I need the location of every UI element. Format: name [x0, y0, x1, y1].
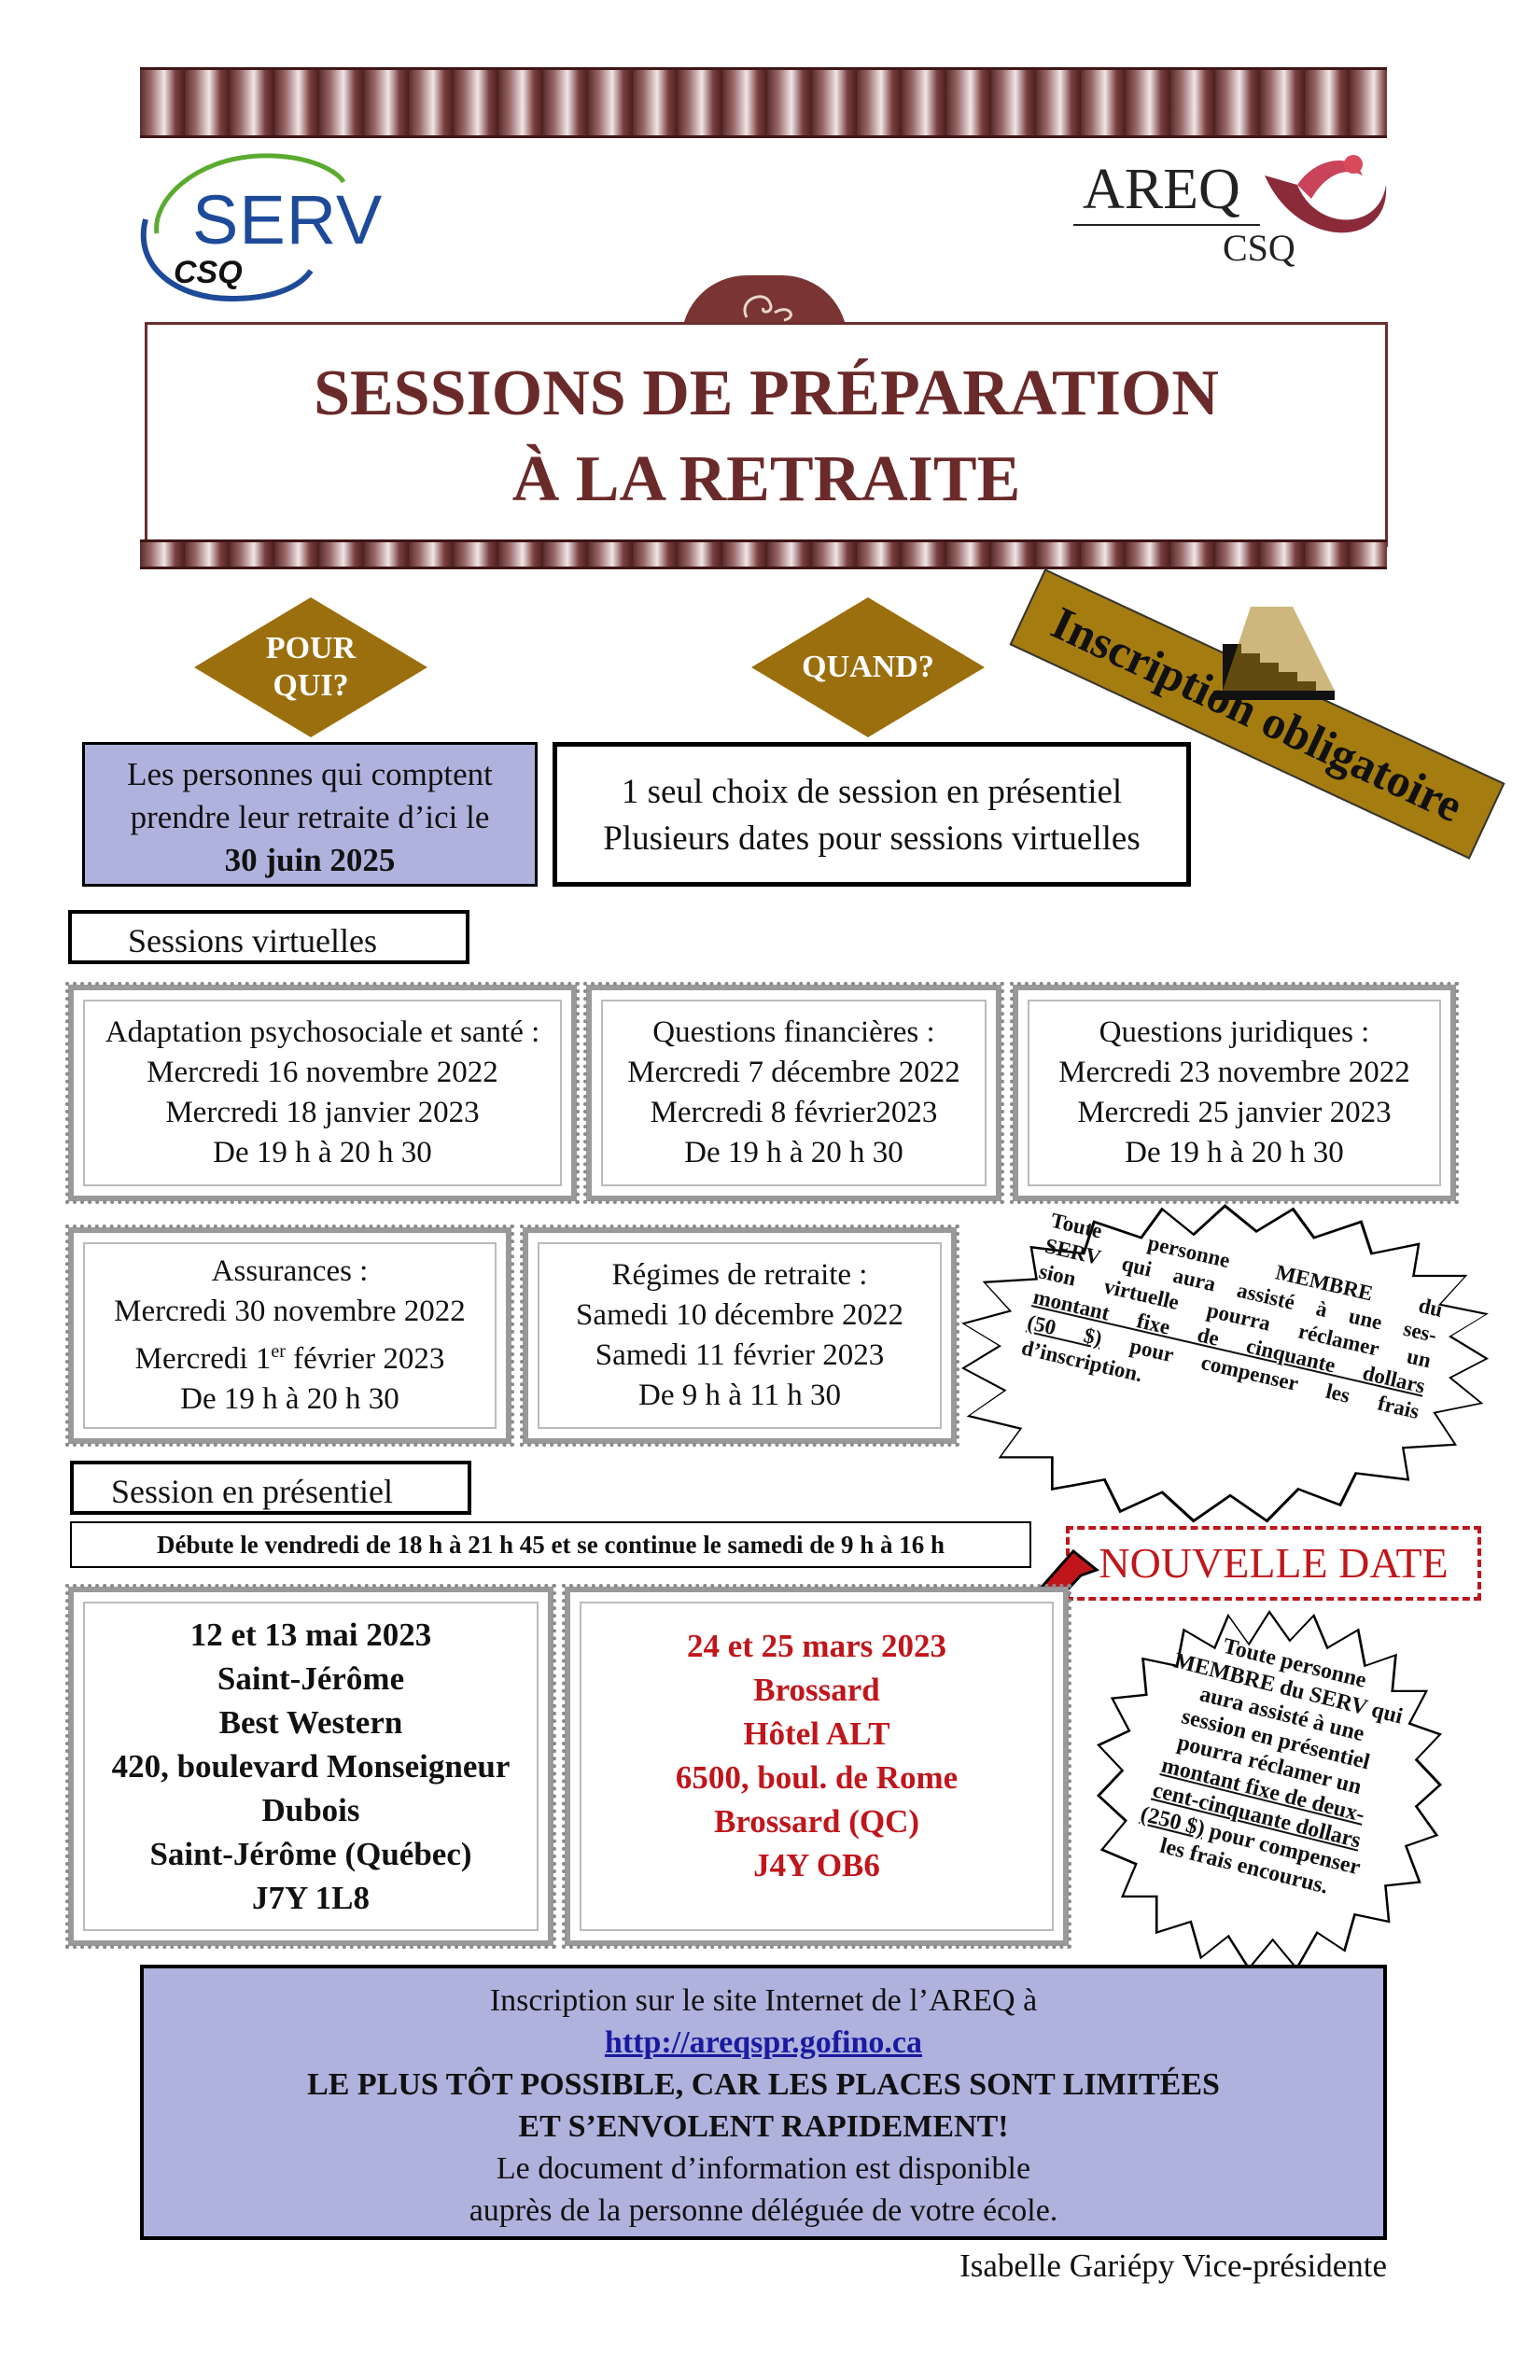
- footer-line-1: Inscription sur le site Internet de l’AR…: [489, 1983, 1038, 2018]
- session-date-2: Mercredi 8 février2023: [650, 1096, 938, 1129]
- signature: Isabelle Gariépy Vice-présidente: [959, 2247, 1387, 2284]
- session-date-2: Samedi 11 février 2023: [595, 1338, 885, 1372]
- quand-box: 1 seul choix de session en présentiel Pl…: [553, 742, 1191, 887]
- presentiel-address-1: 420, boulevard Monseigneur: [111, 1748, 511, 1785]
- diamond-pour-qui: POUR QUI?: [194, 597, 427, 737]
- diamond-quand: QUAND?: [751, 597, 985, 737]
- session-date-1: Mercredi 30 novembre 2022: [114, 1295, 466, 1328]
- stairs-icon: [1204, 597, 1344, 709]
- session-date-1: Samedi 10 décembre 2022: [576, 1298, 903, 1332]
- burst-virtual-note: Toute personne MEMBRE du SERV qui aura a…: [961, 1204, 1489, 1526]
- registration-link[interactable]: http://areqspr.gofino.ca: [604, 2025, 923, 2060]
- presentiel-schedule: Débute le vendredi de 18 h à 21 h 45 et …: [70, 1521, 1031, 1568]
- title-line-1: SESSIONS DE PRÉPARATION: [314, 357, 1219, 429]
- virtual-session-card-psychosocial: Adaptation psychosociale et santé : Merc…: [65, 982, 580, 1204]
- footer-registration-box: Inscription sur le site Internet de l’AR…: [140, 1965, 1387, 2240]
- burst-presentiel-note: Toute personne MEMBRE du SERV qui aura a…: [1097, 1610, 1442, 1974]
- pour-qui-line-3: 30 juin 2025: [224, 842, 396, 878]
- footer-line-5: Le document d’information est disponible: [496, 2151, 1031, 2186]
- session-time: De 19 h à 20 h 30: [180, 1382, 399, 1416]
- session-time: De 19 h à 20 h 30: [213, 1136, 432, 1169]
- presentiel-city-prov: Brossard (QC): [713, 1803, 920, 1840]
- presentiel-postal: J7Y 1L8: [251, 1880, 371, 1916]
- virtual-sessions-label: Sessions virtuelles: [68, 910, 469, 964]
- session-date-1: Mercredi 7 décembre 2022: [627, 1056, 960, 1089]
- quand-line-1: 1 seul choix de session en présentiel: [621, 773, 1123, 811]
- presentiel-city: Brossard: [753, 1672, 880, 1708]
- presentiel-postal: J4Y OB6: [753, 1847, 880, 1883]
- session-time: De 19 h à 20 h 30: [1125, 1136, 1344, 1169]
- presentiel-venue: Best Western: [218, 1704, 403, 1741]
- title-line-2: À LA RETRAITE: [511, 443, 1021, 515]
- session-time: De 9 h à 11 h 30: [638, 1379, 841, 1412]
- session-title: Régimes de retraite :: [611, 1258, 868, 1292]
- session-date-2: Mercredi 25 janvier 2023: [1077, 1096, 1392, 1129]
- footer-line-6: auprès de la personne déléguée de votre …: [469, 2193, 1058, 2228]
- session-date-1: Mercredi 16 novembre 2022: [147, 1056, 498, 1089]
- pour-qui-line-2: prendre leur retraite d’ici le: [130, 799, 490, 835]
- virtual-session-card-regimes: Régimes de retraite : Samedi 10 décembre…: [520, 1225, 959, 1447]
- presentiel-dates: 24 et 25 mars 2023: [686, 1628, 946, 1664]
- virtual-session-card-juridiques: Questions juridiques : Mercredi 23 novem…: [1010, 982, 1459, 1204]
- nouvelle-date-badge: NOUVELLE DATE: [1066, 1526, 1481, 1601]
- session-date-2: Mercredi 1er février 2023: [134, 1341, 445, 1376]
- footer-line-3: LE PLUS TÔT POSSIBLE, CAR LES PLACES SON…: [307, 2067, 1220, 2102]
- serv-logo-text: SERV: [192, 181, 384, 259]
- areq-logo-sub: CSQ: [1223, 227, 1295, 269]
- pour-qui-line-1: Les personnes qui comptent: [127, 756, 493, 792]
- quand-line-2: Plusieurs dates pour sessions virtuelles: [603, 819, 1141, 858]
- decorative-band-top: [140, 67, 1387, 138]
- session-date-2: Mercredi 18 janvier 2023: [165, 1096, 480, 1129]
- decorative-band-bottom: [140, 539, 1387, 569]
- pour-qui-box: Les personnes qui comptent prendre leur …: [82, 742, 538, 887]
- presentiel-venue: Hôtel ALT: [743, 1715, 890, 1752]
- presentiel-dates: 12 et 13 mai 2023: [189, 1617, 432, 1653]
- virtual-session-card-financieres: Questions financières : Mercredi 7 décem…: [583, 982, 1004, 1204]
- presentiel-address-2: Dubois: [261, 1792, 360, 1828]
- presentiel-address-1: 6500, boul. de Rome: [675, 1759, 959, 1796]
- serv-logo: SERV CSQ: [138, 145, 384, 303]
- serv-logo-sub: CSQ: [174, 255, 243, 290]
- areq-swoosh-icon: [1265, 155, 1387, 233]
- session-time: De 19 h à 20 h 30: [684, 1136, 903, 1169]
- presentiel-session-label: Session en présentiel: [70, 1461, 471, 1515]
- session-date-1: Mercredi 23 novembre 2022: [1058, 1056, 1410, 1089]
- areq-logo-text: AREQ: [1083, 158, 1240, 221]
- virtual-session-card-assurances: Assurances : Mercredi 30 novembre 2022 M…: [65, 1225, 514, 1447]
- presentiel-city-prov: Saint-Jérôme (Québec): [149, 1836, 472, 1872]
- session-title: Adaptation psychosociale et santé :: [105, 1015, 540, 1049]
- session-title: Questions financières :: [652, 1015, 935, 1049]
- areq-logo: AREQ CSQ: [1073, 147, 1391, 278]
- presentiel-card-brossard: 24 et 25 mars 2023 Brossard Hôtel ALT 65…: [562, 1584, 1071, 1949]
- presentiel-card-saint-jerome: 12 et 13 mai 2023 Saint-Jérôme Best West…: [65, 1584, 556, 1949]
- footer-line-4: ET S’ENVOLENT RAPIDEMENT!: [518, 2109, 1009, 2144]
- session-title: Questions juridiques :: [1099, 1015, 1370, 1049]
- session-title: Assurances :: [211, 1254, 369, 1288]
- presentiel-city: Saint-Jérôme: [217, 1660, 405, 1697]
- title-box: SESSIONS DE PRÉPARATION À LA RETRAITE: [145, 322, 1388, 547]
